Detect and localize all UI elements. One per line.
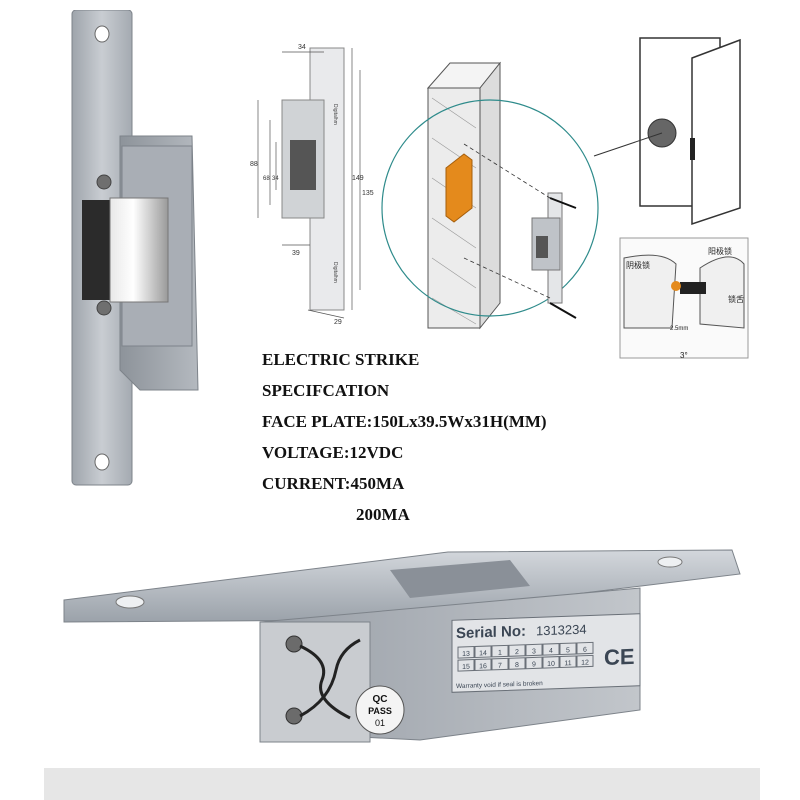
spec-current-alt: 200MA xyxy=(356,505,410,524)
h-plate-hole-right xyxy=(657,556,683,568)
spec-block: ELECTRIC STRIKE SPECIFCATION FACE PLATE:… xyxy=(262,344,622,530)
detail-latch xyxy=(671,281,681,291)
serial-grid-cell xyxy=(508,644,526,657)
mini-strike-keeper xyxy=(536,236,548,258)
serial-grid-cell xyxy=(474,645,492,659)
serial-grid-cell xyxy=(525,643,543,657)
dim-88: 88 xyxy=(250,161,258,168)
dim-34: 34 xyxy=(298,44,306,51)
mortise-orange xyxy=(445,153,473,223)
door-leaf xyxy=(691,38,741,226)
detail-leaf-right xyxy=(699,256,745,329)
bottom-band xyxy=(44,768,760,800)
serial-grid-value: 3 xyxy=(532,648,536,655)
serial-grid-value: 11 xyxy=(564,660,571,667)
serial-grid-value: 9 xyxy=(532,661,536,668)
serial-grid-value: 6 xyxy=(583,647,587,654)
label-lock-tongue: 锁舌 xyxy=(728,294,744,304)
screw-top xyxy=(96,174,112,190)
screw-bottom xyxy=(96,300,112,316)
serial-grid-value: 16 xyxy=(479,663,487,670)
strike-photo-vertical xyxy=(71,10,199,486)
ce-mark: CE xyxy=(604,644,635,670)
serial-grid-value: 14 xyxy=(479,650,487,657)
drawing-brand-2: Digitalhm xyxy=(332,262,338,283)
door-handle xyxy=(690,138,695,160)
h-side-face xyxy=(259,621,371,743)
serial-grid-value: 10 xyxy=(547,661,555,668)
h-screw-top xyxy=(285,635,303,653)
serial-grid-cell xyxy=(559,642,577,656)
h-screw-bottom xyxy=(285,707,303,725)
serial-grid-cell xyxy=(491,657,509,671)
serial-grid-cell xyxy=(474,658,492,672)
detail-tongue xyxy=(680,282,706,294)
label-anode-lock: 阳极锁 xyxy=(708,246,732,256)
qc-line1: QC xyxy=(373,694,388,705)
drawing-brand: Digitalhm xyxy=(332,104,338,125)
serial-grid-cell xyxy=(525,656,543,670)
dim-29: 29 xyxy=(334,319,342,325)
serial-grid-row1: 13 14 1 2 3 4 5 6 xyxy=(457,641,594,659)
serial-grid-row2: 15 16 7 8 9 10 11 12 xyxy=(457,654,594,672)
h-wire xyxy=(299,644,351,720)
serial-grid-cell xyxy=(491,644,509,658)
label-cathode-lock: 阴极锁 xyxy=(626,260,650,270)
h-keeper-opening xyxy=(390,560,530,598)
qc-line2: PASS xyxy=(368,706,392,716)
serial-grid-value: 7 xyxy=(498,663,502,670)
serial-grid-value: 2 xyxy=(515,649,519,656)
spec-current: CURRENT:450MA xyxy=(262,474,405,493)
spec-title: ELECTRIC STRIKE xyxy=(262,350,420,369)
warranty-text: Warranty void if seal is broken xyxy=(456,680,543,690)
serial-grid-cell xyxy=(559,655,577,669)
serial-grid-value: 13 xyxy=(462,651,470,658)
label-angle: 3° xyxy=(680,351,688,360)
spec-voltage: VOLTAGE:12VDC xyxy=(262,443,404,462)
serial-grid-value: 4 xyxy=(549,648,553,655)
detail-leaf-left xyxy=(623,254,677,329)
serial-grid-cell xyxy=(576,641,594,655)
spec-face-plate: FACE PLATE:150Lx39.5Wx31H(MM) xyxy=(262,412,547,431)
plate-hole-top xyxy=(94,25,110,43)
installation-illustration: 阴极锁 阳极锁 锁舌 2.5mm 3° xyxy=(381,37,749,360)
dim-39: 39 xyxy=(292,250,300,257)
frame-side xyxy=(479,61,501,330)
keeper-latch xyxy=(109,197,169,303)
serial-grid-cell xyxy=(457,646,475,659)
serial-grid-value: 1 xyxy=(498,650,502,657)
dim-135: 135 xyxy=(362,190,374,197)
h-plate-hole-left xyxy=(115,595,145,609)
serial-number: 1313234 xyxy=(536,622,587,639)
serial-grid-value: 5 xyxy=(566,647,570,654)
serial-label-text: Serial No: xyxy=(456,623,526,642)
serial-grid-cell xyxy=(542,656,560,669)
label-gap: 2.5mm xyxy=(670,326,688,332)
dim-34b: 34 xyxy=(272,176,279,182)
serial-grid-cell xyxy=(457,659,475,672)
serial-grid-value: 8 xyxy=(515,662,519,669)
h-wire-2 xyxy=(299,638,361,718)
qc-line3: 01 xyxy=(375,718,385,728)
qc-sticker xyxy=(355,685,405,735)
drawing-keeper xyxy=(290,140,316,190)
magnifier-circle xyxy=(381,99,599,317)
serial-grid-cell xyxy=(576,654,594,668)
spec-subtitle: SPECIFCATION xyxy=(262,381,390,400)
serial-grid-cell xyxy=(508,657,526,670)
dim-68: 68 xyxy=(263,176,270,182)
dimension-drawing: Digitalhm Digitalhm 34 88 68 34 149 135 … xyxy=(250,44,374,325)
serial-grid-value: 12 xyxy=(581,660,589,667)
plate-hole-bottom xyxy=(94,453,110,471)
serial-grid-cell xyxy=(542,643,560,656)
dim-149: 149 xyxy=(352,175,364,182)
serial-grid-value: 15 xyxy=(462,664,470,671)
